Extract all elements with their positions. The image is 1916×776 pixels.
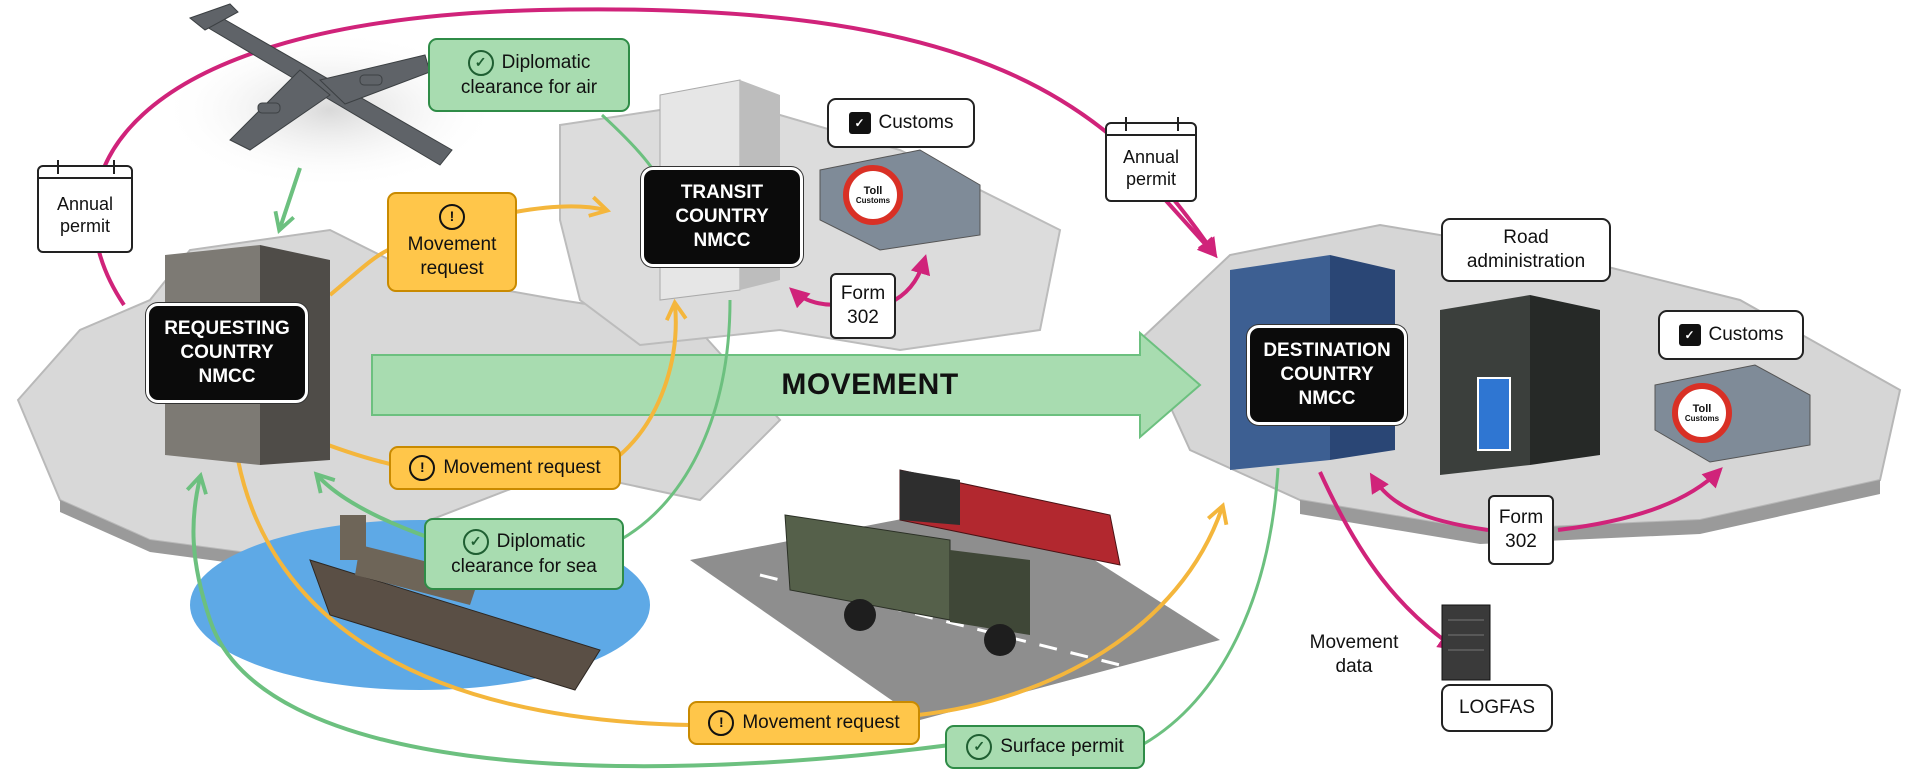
- transit-line-2: COUNTRY: [675, 206, 769, 228]
- calendar-icon: [1125, 117, 1127, 131]
- annual-permit-right-line-2: permit: [1125, 169, 1176, 189]
- road-admin-line-2: administration: [1466, 251, 1586, 272]
- movement-data-arrow: [1318, 471, 1459, 651]
- truck-icon: [784, 514, 1030, 656]
- logfas: LOGFAS: [1441, 684, 1553, 732]
- destination-line-2: COUNTRY: [1280, 364, 1374, 386]
- check-icon: ✓: [462, 529, 489, 556]
- form-302-transit: Form 302: [830, 273, 896, 339]
- calendar-ring: [113, 160, 115, 174]
- request-transit-line-2: request: [420, 257, 484, 279]
- customs-destination-text: Customs: [1708, 324, 1784, 346]
- annual-permit-right: Annual permit: [1105, 117, 1197, 202]
- destination-line-1: DESTINATION: [1263, 340, 1391, 362]
- sea-clearance-arrow: [313, 471, 431, 540]
- transit-country-nmcc: TRANSIT COUNTRY NMCC: [641, 167, 803, 267]
- check-icon: ✓: [966, 734, 993, 760]
- exclamation-icon: !: [409, 455, 436, 481]
- annual-permit-left-line-2: permit: [59, 216, 110, 236]
- toll-bottom-destination: Customs: [1684, 413, 1720, 423]
- clearance-air-line-1: Diplomatic: [501, 52, 591, 74]
- clearance-air-line-2: clearance for air: [460, 77, 598, 99]
- ship-icon: [309, 515, 601, 691]
- annual-permit-left-line-1: Annual: [56, 193, 114, 214]
- toll-sign-text-destination: Toll Customs: [1681, 396, 1723, 430]
- request-mid-text: Movement request: [443, 457, 601, 479]
- clearance-sea-line-2: clearance for sea: [451, 556, 597, 578]
- diplomatic-clearance-sea: ✓ Diplomatic clearance for sea: [424, 518, 624, 590]
- toll-top-destination: Toll: [1692, 402, 1712, 415]
- annual-permit-right-line-1: Annual: [1122, 146, 1180, 167]
- requesting-line-2: COUNTRY: [180, 342, 274, 364]
- movement-request-transit: ! Movement request: [387, 192, 517, 292]
- form-transit-line-2: 302: [847, 307, 879, 328]
- movement-data-line-2: data: [1335, 656, 1373, 677]
- clearance-sea-line-1: Diplomatic: [496, 531, 586, 553]
- movement-request-mid: ! Movement request: [389, 446, 621, 490]
- annual-permit-left: Annual permit: [37, 160, 133, 253]
- surface-permit-text: Surface permit: [1000, 736, 1124, 758]
- airplane-icon: [188, 3, 453, 166]
- requesting-country-nmcc: REQUESTING COUNTRY NMCC: [146, 303, 308, 403]
- form-destination-line-1: Form: [1498, 507, 1544, 529]
- destination-line-3: NMCC: [1298, 387, 1356, 409]
- transit-line-1: TRANSIT: [680, 182, 764, 204]
- check-icon: ✓: [467, 50, 494, 77]
- toll-sign-icon: [843, 165, 1732, 443]
- requesting-line-3: NMCC: [198, 365, 256, 387]
- motorway-sign-icon: [1477, 377, 1511, 451]
- logfas-text: LOGFAS: [1458, 697, 1536, 719]
- movement-request-bottom: ! Movement request: [688, 701, 920, 745]
- form-arrow-destination: [1369, 472, 1489, 532]
- calendar-ring: [1177, 117, 1179, 131]
- road-administration: Road administration: [1441, 218, 1611, 282]
- calendar-icon: [57, 160, 59, 174]
- destination-country-nmcc: DESTINATION COUNTRY NMCC: [1247, 325, 1407, 425]
- diplomatic-clearance-air: ✓ Diplomatic clearance for air: [428, 38, 630, 112]
- transit-line-3: NMCC: [693, 229, 751, 251]
- surface-permit: ✓ Surface permit: [945, 725, 1145, 769]
- movement-data-line-1: Movement: [1309, 632, 1399, 654]
- customs-officer-icon: ✓: [1678, 324, 1701, 346]
- request-transit-arrow: [328, 248, 389, 297]
- form-302-destination: Form 302: [1488, 495, 1554, 565]
- movement-arrow: [371, 330, 1202, 440]
- toll-top-transit: Toll: [863, 184, 883, 197]
- exclamation-icon: !: [439, 203, 465, 230]
- requesting-line-1: REQUESTING: [164, 318, 290, 340]
- request-bottom-text: Movement request: [742, 712, 900, 734]
- air-clearance-arrow: [273, 167, 302, 234]
- train-icon: [899, 469, 1121, 566]
- exclamation-icon: !: [708, 710, 735, 736]
- movement-data: Movement data: [1290, 628, 1418, 682]
- server-icon: [1441, 604, 1491, 681]
- customs-officer-icon: ✓: [848, 112, 871, 134]
- road-admin-building: [1440, 295, 1600, 475]
- customs-transit-text: Customs: [878, 112, 954, 134]
- road-admin-line-1: Road: [1503, 227, 1549, 249]
- customs-transit: ✓ Customs: [827, 98, 975, 148]
- toll-bottom-transit: Customs: [855, 195, 891, 205]
- toll-sign-text-transit: Toll Customs: [852, 178, 894, 212]
- form-destination-line-2: 302: [1505, 531, 1537, 552]
- customs-destination: ✓ Customs: [1658, 310, 1804, 360]
- request-transit-line-1: Movement: [407, 233, 497, 255]
- form-transit-line-1: Form: [840, 283, 886, 305]
- request-bottom-arrow: [236, 459, 691, 727]
- movement-label: MOVEMENT: [781, 368, 959, 402]
- surface-permit-arc: [185, 471, 951, 769]
